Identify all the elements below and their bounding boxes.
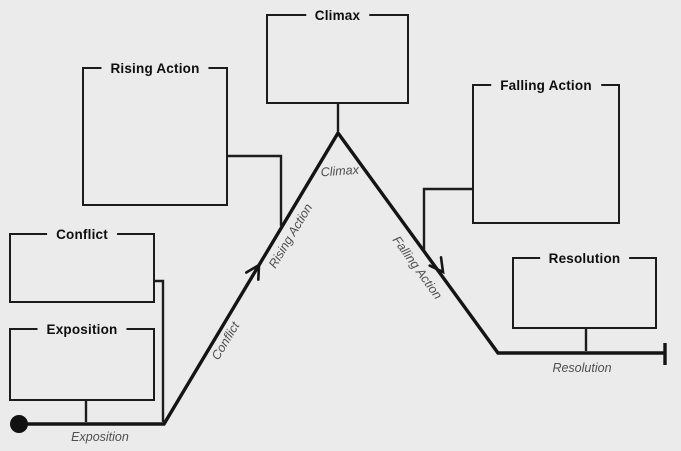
node-exposition: Exposition	[9, 321, 155, 401]
path-label-resolution: Resolution	[552, 361, 611, 375]
node-exposition-label: Exposition	[37, 321, 127, 338]
node-resolution-label: Resolution	[539, 250, 630, 267]
node-rising-action: Rising Action	[82, 60, 228, 206]
node-conflict: Conflict	[9, 226, 155, 303]
rising-action-connector	[228, 154, 283, 226]
story-start-dot-icon	[10, 415, 28, 433]
node-climax-label: Climax	[305, 7, 370, 24]
node-rising-action-label: Rising Action	[101, 60, 209, 77]
node-resolution: Resolution	[512, 250, 657, 329]
node-falling-action-label: Falling Action	[491, 77, 601, 94]
node-climax: Climax	[266, 7, 409, 104]
path-label-exposition: Exposition	[71, 430, 129, 444]
arrow-down-right-icon	[428, 256, 445, 275]
story-arc-line	[19, 129, 665, 426]
arrow-up-right-icon	[245, 262, 261, 282]
node-falling-action: Falling Action	[472, 77, 620, 224]
node-conflict-label: Conflict	[47, 226, 117, 243]
conflict-connector	[155, 279, 165, 422]
path-label-climax: Climax	[320, 163, 360, 180]
falling-action-connector	[422, 187, 472, 250]
